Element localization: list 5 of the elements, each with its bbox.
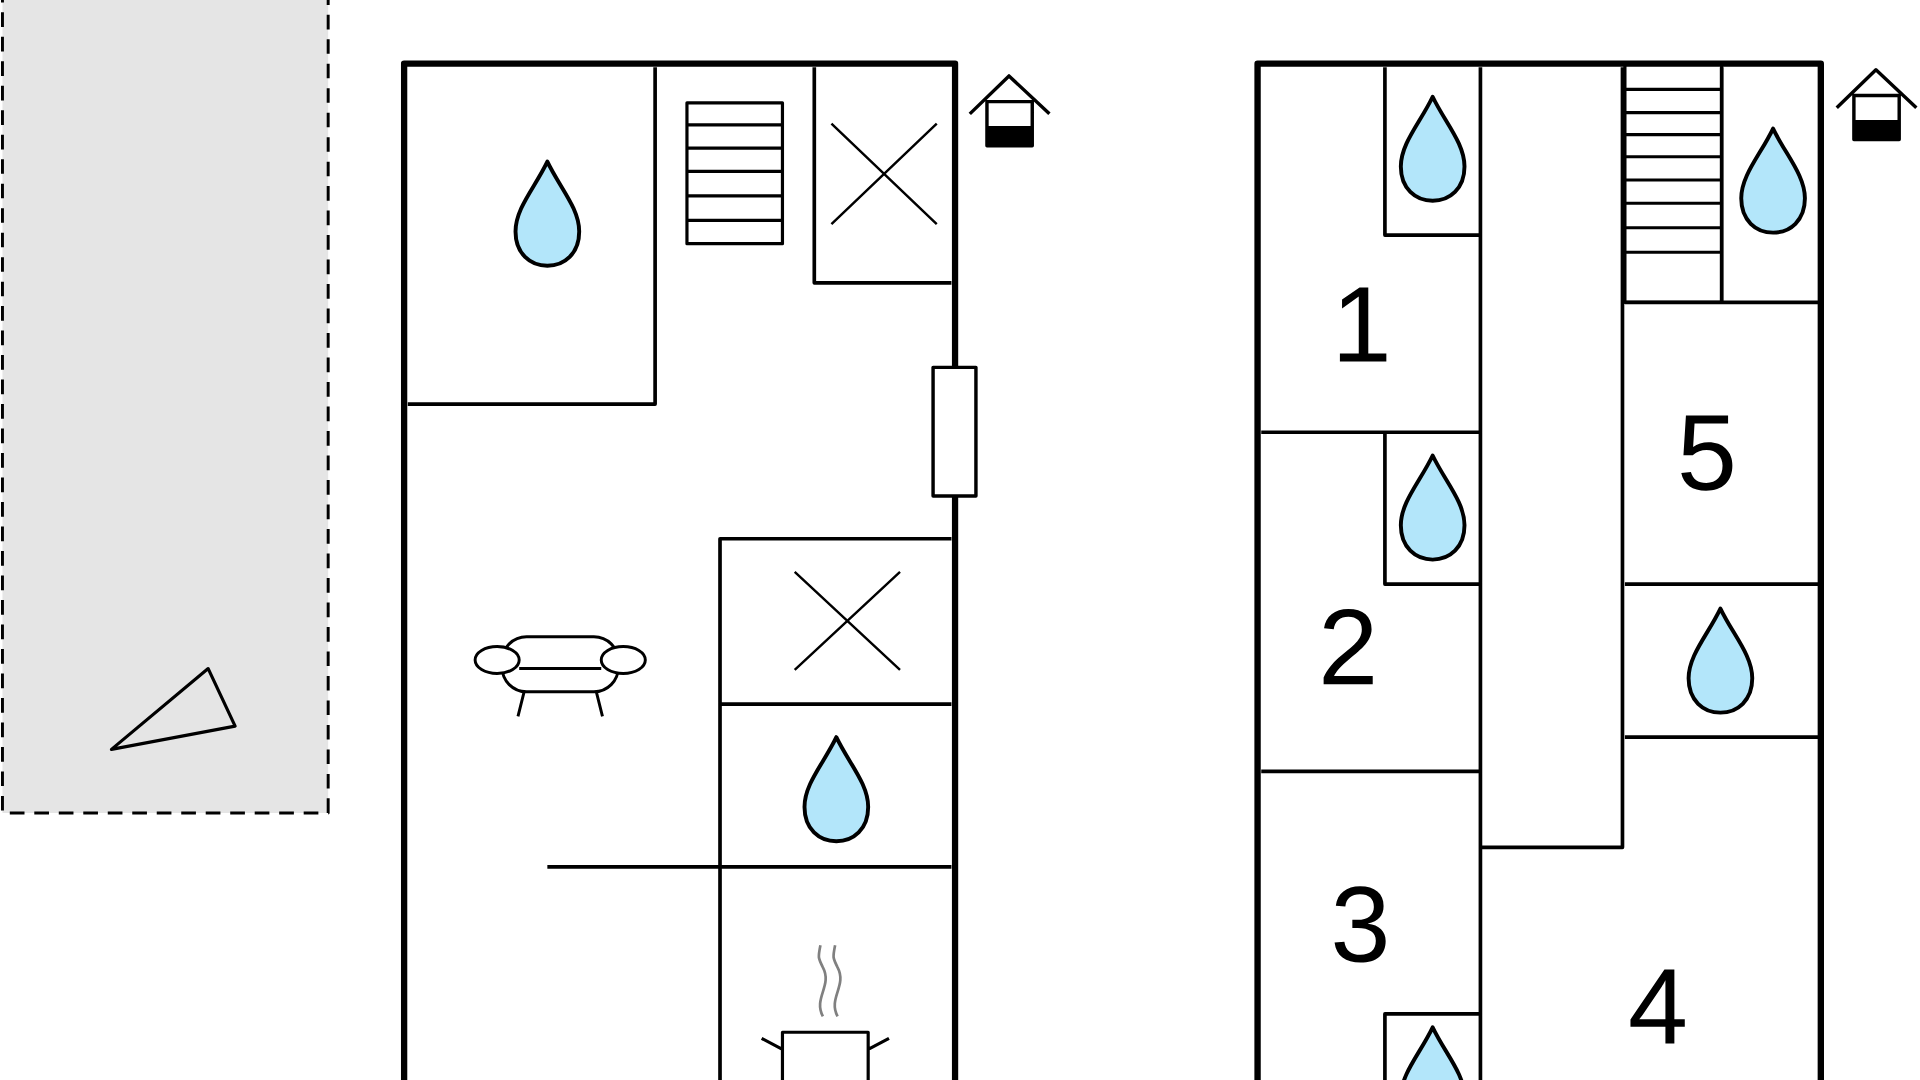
room-number: 2 [1323, 608, 1373, 685]
room-number: 4 [1630, 969, 1685, 1044]
room-number: 3 [1334, 886, 1386, 963]
room-number: 1 [1339, 287, 1387, 362]
room-number: 5 [1681, 415, 1733, 491]
